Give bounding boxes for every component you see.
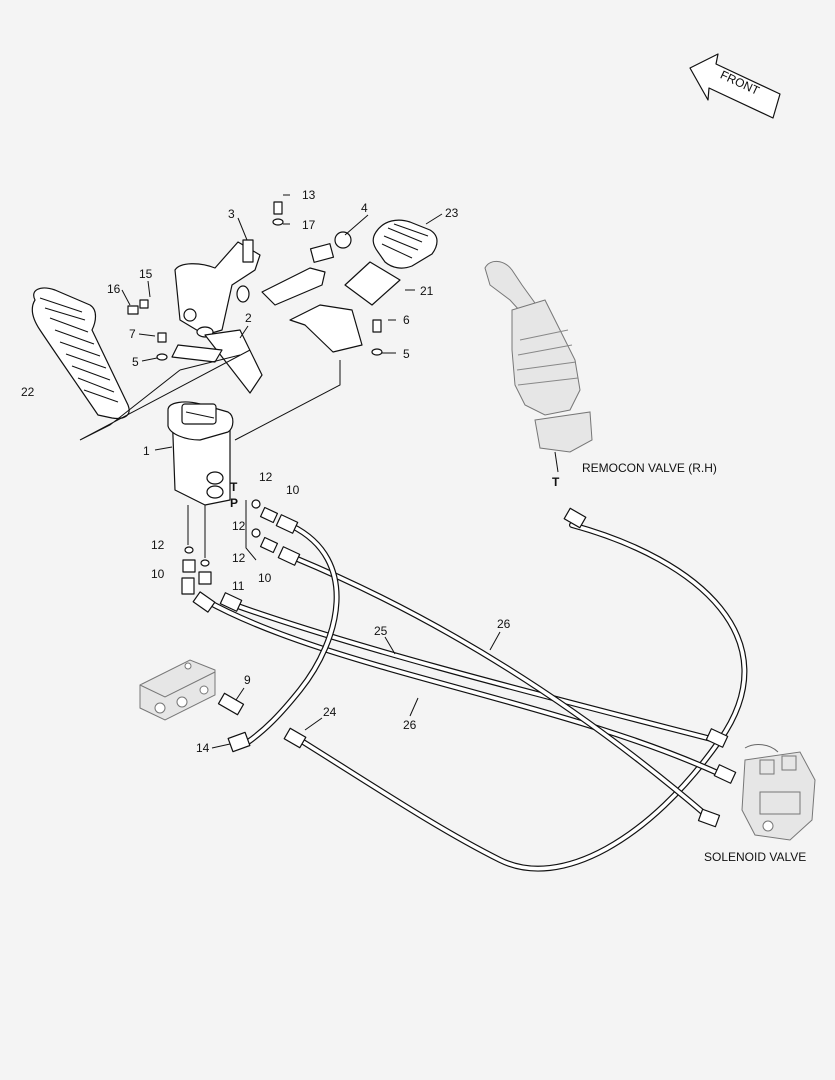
hose-26-long [297,522,748,872]
callout-12c: 12 [151,538,165,552]
callout-5b: 5 [403,347,410,361]
plate-2 [171,329,263,394]
bracket-3 [174,239,261,338]
callout-17: 17 [302,218,316,232]
o-ring-12b [251,528,261,538]
washer-5b [371,348,383,356]
callout-21: 21 [420,284,434,298]
arm-4 [236,231,352,306]
pedal-22 [31,287,130,420]
callout-22: 22 [21,385,35,399]
callout-4: 4 [361,201,368,215]
port-label-pressure: P [230,496,238,510]
adapter-10a [259,506,279,524]
o-ring-12a [251,499,261,509]
washer-5a [156,353,168,361]
callout-2: 2 [245,311,252,325]
fasteners [127,201,383,361]
callout-3: 3 [228,207,235,221]
bolt-15 [139,299,149,309]
o-ring-12d [200,559,210,567]
callout-7: 7 [129,327,136,341]
adapter-10c [182,559,196,573]
port-label-remocon-tank: T [552,475,560,489]
callout-9: 9 [244,673,251,687]
callout-10b: 10 [258,571,272,585]
bracket-21 [289,261,401,353]
solenoid-valve-label: SOLENOID VALVE [704,850,806,864]
elbow-lower [181,577,195,595]
callout-13: 13 [302,188,316,202]
pedal-valve-1 [167,401,234,506]
leader-lines [79,194,501,749]
bolt-6 [372,319,382,333]
hose-fittings [192,507,737,828]
callout-12d: 12 [232,519,246,533]
pedal-23 [372,219,438,269]
o-ring-12c [184,546,194,554]
port-label-tank: T [230,480,238,494]
callout-25: 25 [374,624,388,638]
callout-14: 14 [196,741,210,755]
callout-5a: 5 [132,355,139,369]
hose-26-short [202,597,725,778]
callout-6: 6 [403,313,410,327]
adapter-10b [259,536,279,554]
hose-24 [292,555,709,818]
callout-26a: 26 [497,617,511,631]
fitting-9-and-elbow-14 [217,692,251,753]
bolt-7 [157,332,167,343]
callout-12a: 12 [259,470,273,484]
valve-fittings [181,499,279,595]
remocon-valve-label: REMOCON VALVE (R.H) [582,461,717,475]
callout-15: 15 [139,267,153,281]
hose-loop-to-elbow [245,523,340,745]
callout-10c: 10 [151,567,165,581]
manifold-block [139,659,216,721]
callout-16: 16 [107,282,121,296]
remocon-valve-joystick [484,261,593,473]
callout-1: 1 [143,444,150,458]
front-arrow: FRONT [689,53,781,119]
solenoid-valve [741,744,816,841]
elbow-11 [198,571,212,585]
bolt-13 [273,201,283,215]
callout-11: 11 [232,579,245,593]
callout-12b: 12 [232,551,246,565]
callout-10a: 10 [286,483,300,497]
callout-24: 24 [323,705,337,719]
washer-17 [272,218,284,226]
callout-23: 23 [445,206,459,220]
hose-25 [229,601,718,743]
bolt-16 [127,305,139,315]
callout-26b: 26 [403,718,417,732]
